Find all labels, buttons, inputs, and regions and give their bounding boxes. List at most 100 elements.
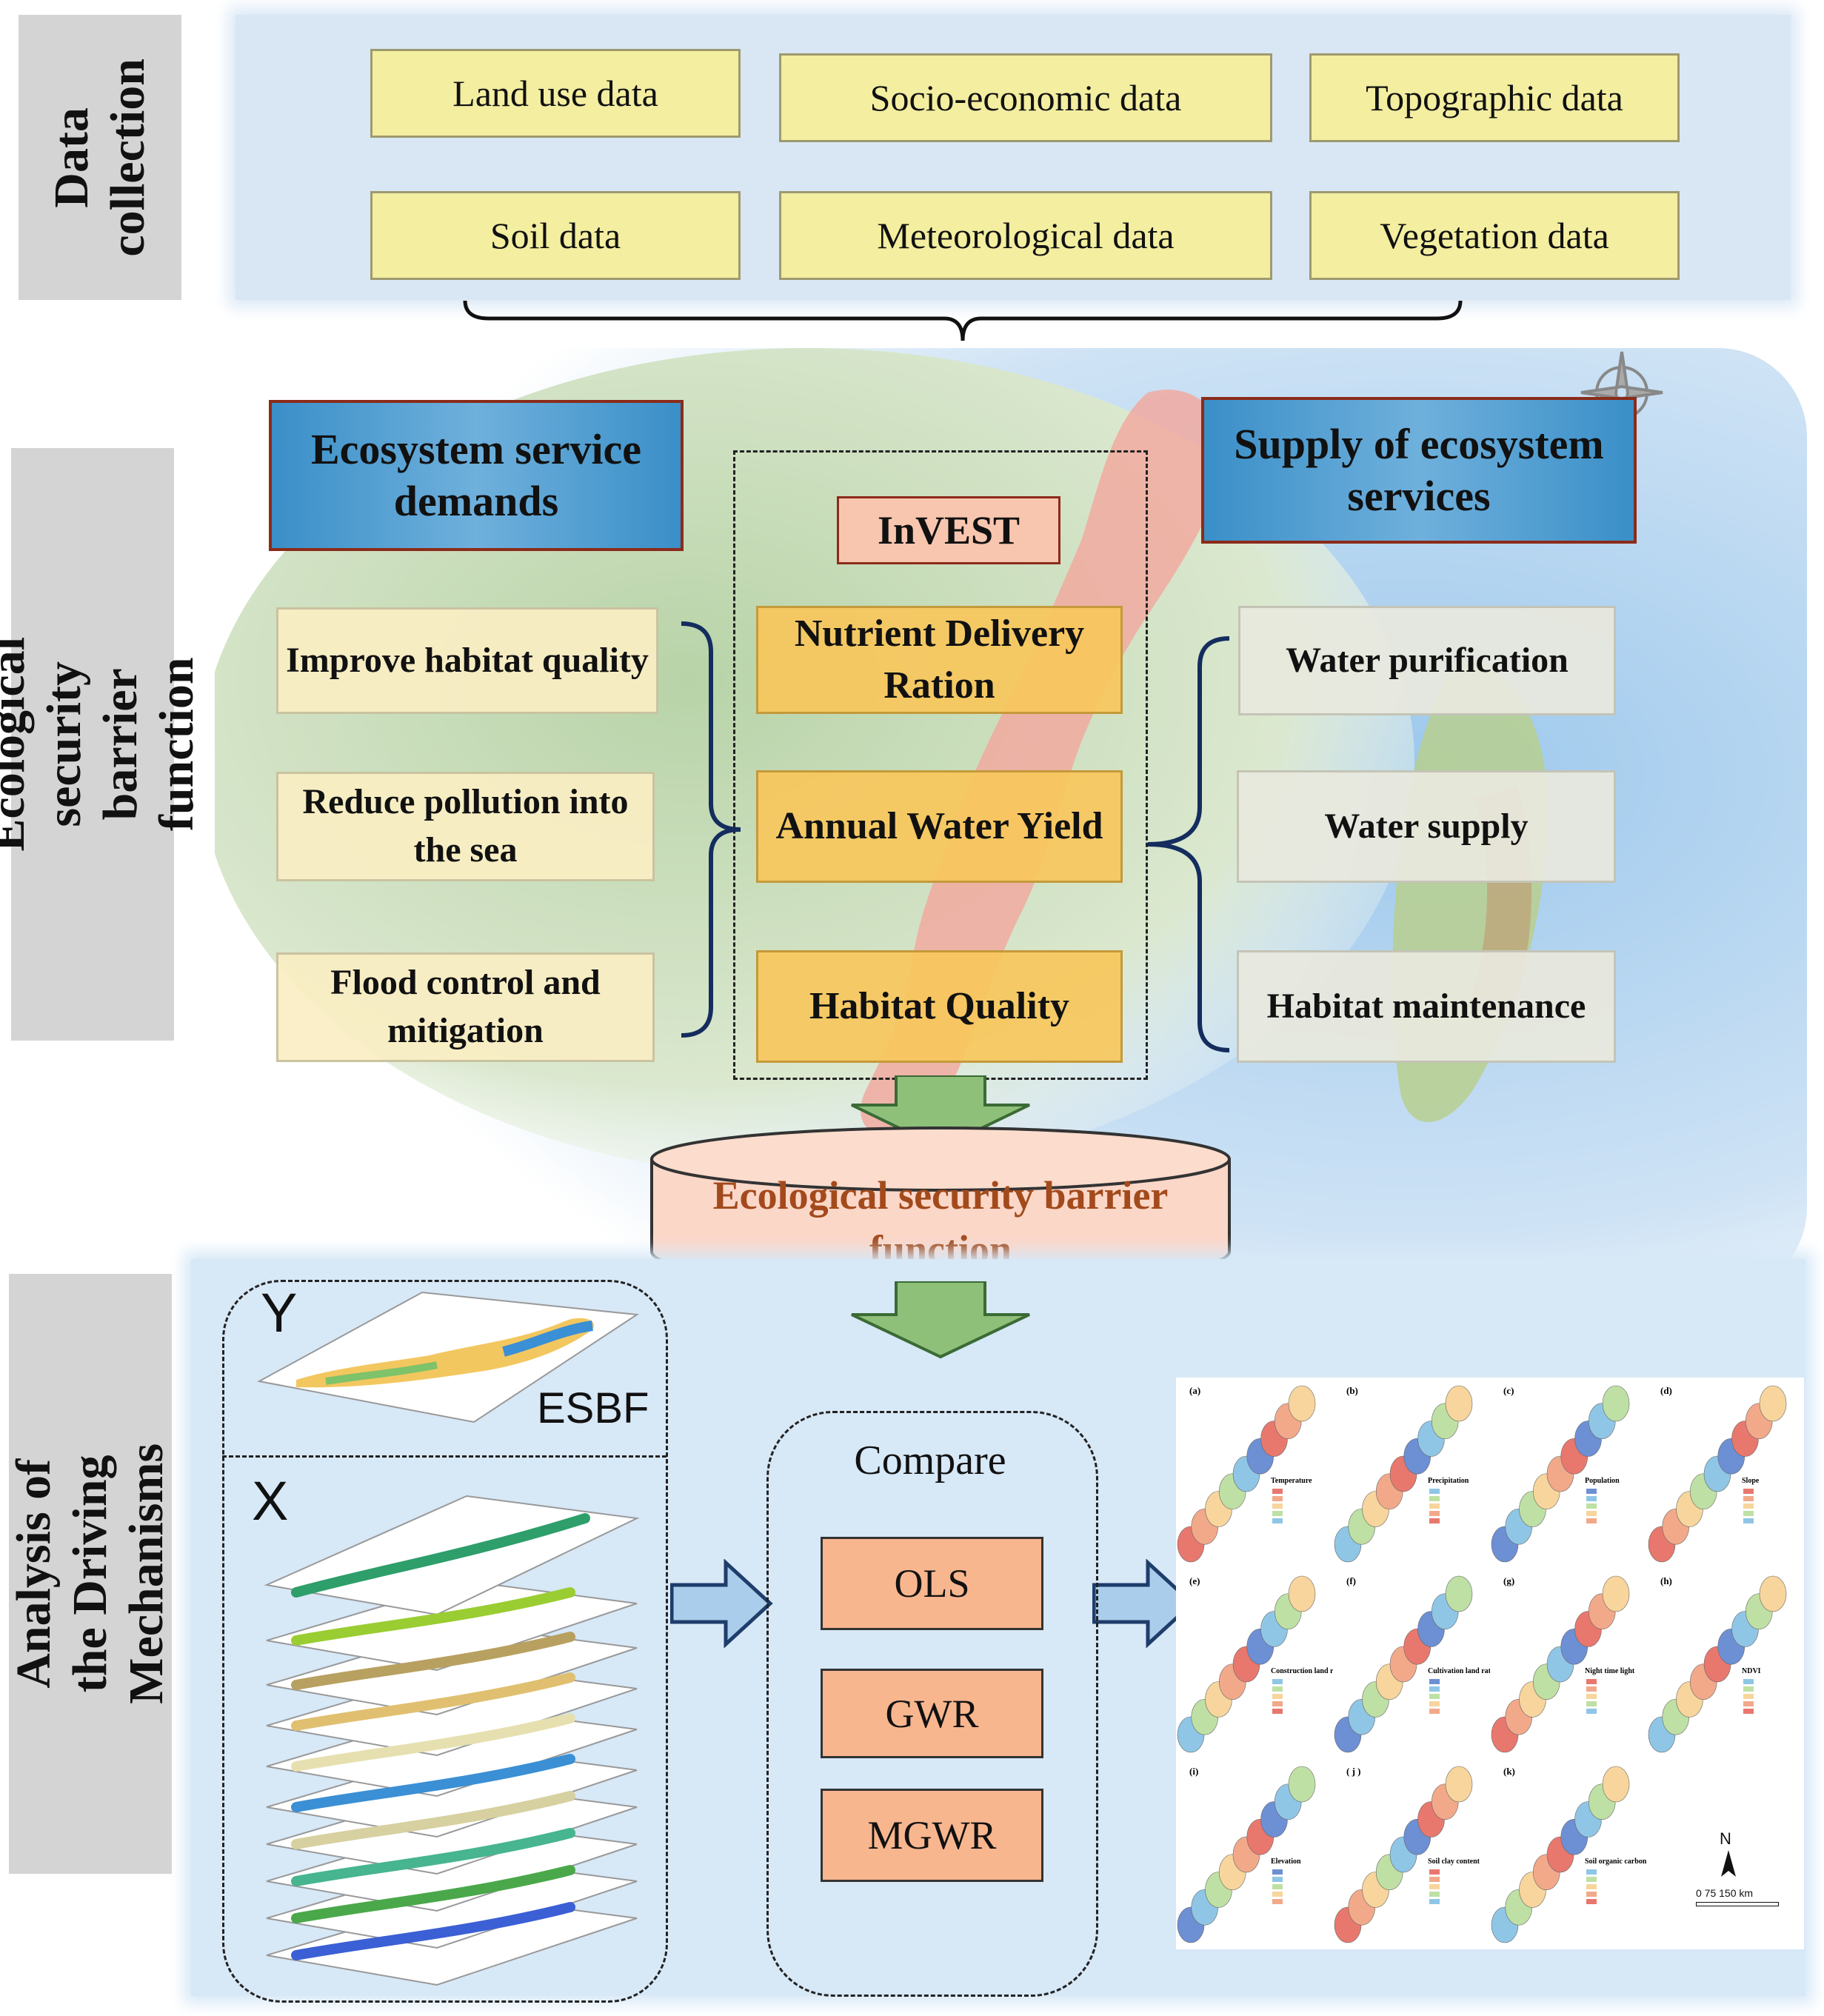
data-item-soil: Soil data bbox=[370, 191, 741, 280]
result-map-panel: (b)Precipitation bbox=[1334, 1385, 1473, 1563]
legend-swatch bbox=[1272, 1686, 1283, 1692]
results-map-panels: (a)Temperature(b)Precipitation(c)Populat… bbox=[1176, 1378, 1804, 1949]
map-region bbox=[1602, 1575, 1630, 1612]
legend-swatch bbox=[1272, 1503, 1283, 1509]
result-map-panel: (a)Temperature bbox=[1177, 1385, 1316, 1563]
result-map-panel: (d)Slope bbox=[1648, 1385, 1787, 1563]
demand-item-habitat: Improve habitat quality bbox=[276, 607, 658, 714]
legend-swatch bbox=[1429, 1511, 1440, 1516]
legend-swatch bbox=[1586, 1496, 1597, 1501]
legend-swatch bbox=[1272, 1679, 1283, 1684]
result-map-panel: (h) NDVI bbox=[1648, 1575, 1787, 1753]
yx-dashed-container bbox=[222, 1280, 668, 2003]
legend-swatch bbox=[1272, 1709, 1283, 1714]
demand-item-pollution: Reduce pollution into the sea bbox=[276, 772, 655, 881]
map-panel-tag: (i) bbox=[1189, 1766, 1198, 1777]
model-ols: OLS bbox=[821, 1537, 1043, 1630]
legend-swatch bbox=[1743, 1679, 1754, 1684]
legend-swatch bbox=[1272, 1899, 1283, 1904]
arrow-down-icon bbox=[851, 1075, 1030, 1149]
compare-dashed-container bbox=[766, 1411, 1098, 1997]
legend-swatch bbox=[1272, 1496, 1283, 1501]
legend-swatch bbox=[1272, 1877, 1283, 1882]
legend-swatch bbox=[1586, 1877, 1597, 1882]
section-label-ecological: Ecological security barrier function bbox=[0, 448, 204, 1041]
map-region bbox=[1288, 1385, 1316, 1422]
legend-swatch bbox=[1586, 1892, 1597, 1897]
esbf-label: ESBF bbox=[537, 1384, 649, 1432]
legend-swatch bbox=[1586, 1511, 1597, 1516]
legend-swatch bbox=[1586, 1518, 1597, 1523]
model-annual-water-yield: Annual Water Yield bbox=[756, 770, 1123, 883]
map-panel-tag: (f) bbox=[1346, 1575, 1356, 1586]
scale-unit: km bbox=[1739, 1887, 1754, 1899]
map-region bbox=[1288, 1766, 1316, 1803]
arrow-right-icon bbox=[1092, 1559, 1195, 1648]
north-arrow-icon: N bbox=[1720, 1829, 1737, 1878]
legend-swatch bbox=[1586, 1701, 1597, 1706]
legend-swatch bbox=[1272, 1694, 1283, 1699]
legend-swatch bbox=[1586, 1503, 1597, 1509]
legend-swatch bbox=[1272, 1518, 1283, 1523]
legend-swatch bbox=[1429, 1503, 1440, 1509]
legend-swatch bbox=[1586, 1869, 1597, 1875]
map-panel-tag: (g) bbox=[1503, 1575, 1514, 1586]
legend-swatch bbox=[1743, 1489, 1754, 1494]
legend-swatch bbox=[1743, 1709, 1754, 1714]
esbf-cylinder bbox=[650, 1127, 1231, 1286]
legend-swatch bbox=[1272, 1511, 1283, 1516]
legend-swatch bbox=[1429, 1496, 1440, 1501]
legend-swatch bbox=[1743, 1518, 1754, 1523]
data-item-vegetation: Vegetation data bbox=[1309, 191, 1680, 280]
map-panel-variable-name: NDVI bbox=[1742, 1667, 1761, 1675]
legend-swatch bbox=[1429, 1679, 1440, 1684]
map-region bbox=[1602, 1766, 1630, 1803]
y-label: Y bbox=[261, 1282, 298, 1344]
map-panel-variable-name: Night time light bbox=[1585, 1667, 1635, 1675]
legend-swatch bbox=[1429, 1701, 1440, 1706]
explanatory-variable-layers bbox=[264, 1495, 640, 1986]
demands-bracket bbox=[681, 621, 741, 1038]
legend-swatch bbox=[1586, 1686, 1597, 1692]
arrow-down-icon bbox=[851, 1281, 1030, 1359]
legend-swatch bbox=[1272, 1701, 1283, 1706]
map-panel-tag: (e) bbox=[1189, 1575, 1200, 1586]
model-nutrient-delivery: Nutrient Delivery Ration bbox=[756, 606, 1123, 714]
map-panel-tag: (b) bbox=[1346, 1385, 1358, 1396]
legend-swatch bbox=[1429, 1709, 1440, 1714]
scale-text: 0 75 150 bbox=[1696, 1887, 1737, 1899]
legend-swatch bbox=[1586, 1694, 1597, 1699]
result-map-panel: (i) Elevation bbox=[1177, 1766, 1316, 1943]
supply-bracket bbox=[1147, 636, 1230, 1052]
result-map-panel: (e) Construction land ratio bbox=[1177, 1575, 1333, 1753]
map-panel-tag: (a) bbox=[1189, 1385, 1200, 1396]
data-item-socio-economic: Socio-economic data bbox=[779, 53, 1272, 142]
map-region bbox=[1288, 1575, 1316, 1612]
map-region bbox=[1759, 1575, 1787, 1612]
section-label-data-collection: Data collection bbox=[19, 15, 181, 300]
legend-swatch bbox=[1586, 1899, 1597, 1904]
result-map-panel: (k)Soil organic carbon content bbox=[1491, 1766, 1647, 1943]
demands-header: Ecosystem service demands bbox=[269, 400, 684, 551]
map-panel-variable-name: Elevation bbox=[1271, 1858, 1301, 1866]
esbf-map-layer bbox=[257, 1291, 639, 1423]
arrow-right-icon bbox=[670, 1559, 773, 1648]
map-panel-tag: (c) bbox=[1503, 1385, 1514, 1396]
map-panel-tag: (h) bbox=[1660, 1575, 1672, 1586]
scale-bar: 0 75 150 km bbox=[1696, 1887, 1779, 1906]
supply-header: Supply of ecosystem services bbox=[1201, 397, 1637, 544]
legend-swatch bbox=[1429, 1694, 1440, 1699]
map-panel-variable-name: Construction land ratio bbox=[1271, 1667, 1333, 1675]
section-label-driving: Analysis of the Driving Mechanisms bbox=[7, 1274, 173, 1874]
legend-swatch bbox=[1272, 1489, 1283, 1494]
legend-swatch bbox=[1743, 1503, 1754, 1509]
legend-swatch bbox=[1743, 1686, 1754, 1692]
legend-swatch bbox=[1429, 1869, 1440, 1875]
north-label: N bbox=[1720, 1829, 1731, 1848]
legend-swatch bbox=[1272, 1869, 1283, 1875]
legend-swatch bbox=[1429, 1892, 1440, 1897]
legend-swatch bbox=[1429, 1686, 1440, 1692]
legend-swatch bbox=[1743, 1511, 1754, 1516]
data-item-meteorological: Meteorological data bbox=[779, 191, 1272, 280]
result-map-panel: (c)Population bbox=[1491, 1385, 1630, 1563]
